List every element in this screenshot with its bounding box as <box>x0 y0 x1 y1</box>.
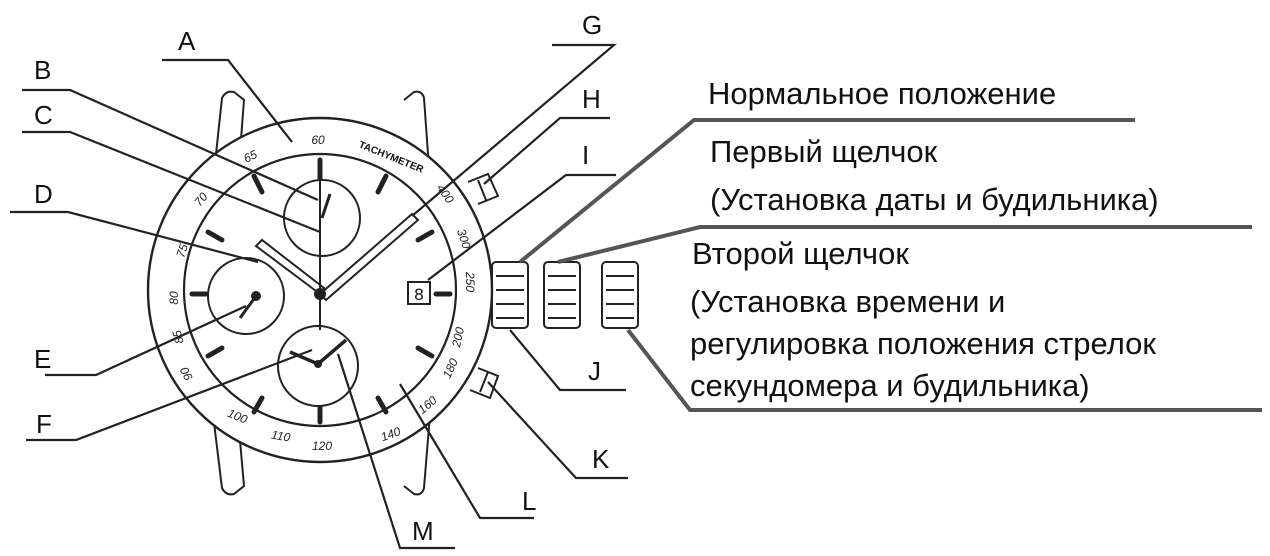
second-click-description-3: секундомера и будильника) <box>690 368 1090 403</box>
subdial-top-hand <box>320 193 332 219</box>
lower-pusher <box>469 367 500 400</box>
first-click-label: Первый щелчок <box>710 134 938 169</box>
date-window <box>407 281 431 305</box>
bezel-number: 140 <box>379 424 403 444</box>
bezel-number: 200 <box>449 326 467 350</box>
callout-G: G <box>582 10 602 40</box>
leader-lines <box>10 43 628 550</box>
callout-I: I <box>582 140 589 170</box>
normal-position-label: Нормальное положение <box>708 76 1056 111</box>
bezel-number: 250 <box>463 271 477 292</box>
first-click-description: (Установка даты и будильника) <box>710 182 1159 217</box>
date-value: 8 <box>414 285 423 304</box>
crown-first-click <box>543 261 581 329</box>
second-click-description-2: регулировка положения стрелок <box>690 326 1156 361</box>
second-click-description-1: (Установка времени и <box>690 284 1005 319</box>
callout-E: E <box>34 344 51 374</box>
callout-B: B <box>34 55 51 85</box>
callout-J: J <box>588 356 601 386</box>
callout-D: D <box>34 179 53 209</box>
callout-letters: A B C D E F G H I J K L M <box>34 10 610 546</box>
callout-F: F <box>36 409 52 439</box>
crown-position-texts: Нормальное положение Первый щелчок (Уста… <box>690 76 1159 403</box>
bezel-number: 80 <box>167 291 181 305</box>
callout-H: H <box>582 84 601 114</box>
subdial-left-pivot <box>251 291 261 301</box>
bezel-number: 75 <box>173 242 191 259</box>
bezel-number: 90 <box>177 364 196 383</box>
watch-lugs <box>209 90 433 496</box>
crown-second-click <box>601 261 639 329</box>
alarm-pivot <box>314 360 322 368</box>
crown-leaders <box>518 118 1262 412</box>
bezel-number: 65 <box>241 147 259 165</box>
callout-K: K <box>592 444 610 474</box>
callout-A: A <box>178 26 196 56</box>
main-hands <box>254 168 420 330</box>
bezel-number: 110 <box>270 428 292 445</box>
crown-normal <box>491 261 529 329</box>
bezel-number: 60 <box>311 133 325 147</box>
upper-pusher <box>467 172 500 205</box>
second-click-label: Второй щелчок <box>692 236 909 271</box>
callout-M: M <box>412 516 434 546</box>
bezel-number: 300 <box>454 227 474 251</box>
bezel-number: 120 <box>312 439 332 453</box>
hour-indices <box>189 157 453 425</box>
callout-L: L <box>522 486 536 516</box>
callout-C: C <box>34 100 53 130</box>
subdial-left <box>207 257 285 335</box>
